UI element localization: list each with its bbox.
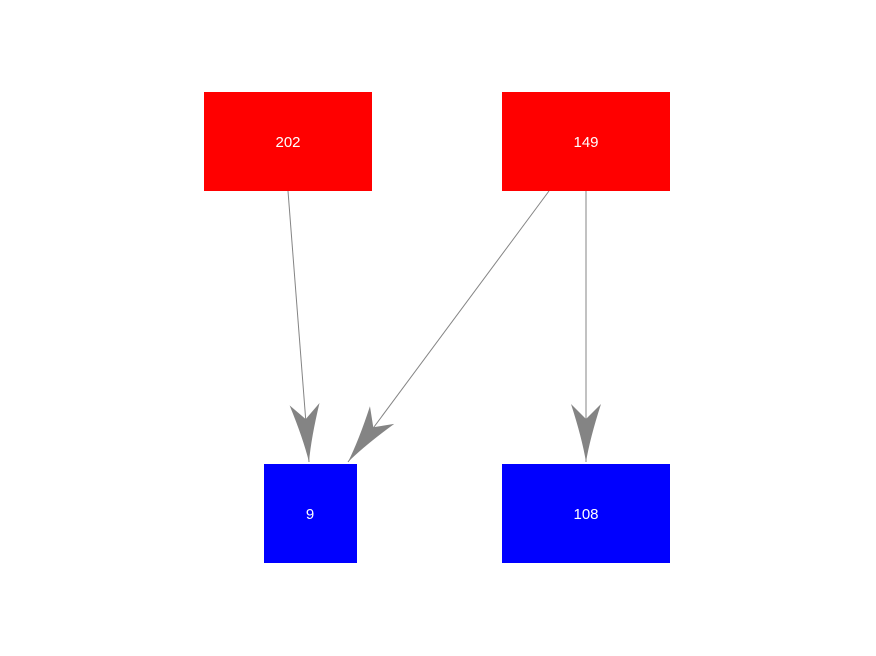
arrowhead-149-to-108 (571, 404, 601, 462)
node-202: 202 (204, 92, 372, 191)
node-149-box (502, 92, 670, 191)
node-202-label: 202 (275, 134, 300, 151)
edge-202-to-9 (287, 190, 310, 463)
node-108: 108 (502, 464, 670, 563)
arrowhead-202-to-9 (289, 403, 320, 462)
edge-149-to-9 (347, 190, 550, 463)
node-149: 149 (502, 92, 670, 191)
node-108-label: 108 (573, 506, 598, 523)
node-9-label: 9 (306, 506, 314, 523)
node-108-box (502, 464, 670, 563)
node-202-box (204, 92, 372, 191)
arrowhead-149-to-9 (348, 406, 395, 462)
nodes-layer: 202 149 9 108 (204, 92, 670, 563)
node-9: 9 (264, 464, 357, 563)
node-149-label: 149 (573, 134, 598, 151)
node-9-box (264, 464, 357, 563)
edges-layer (287, 190, 601, 463)
